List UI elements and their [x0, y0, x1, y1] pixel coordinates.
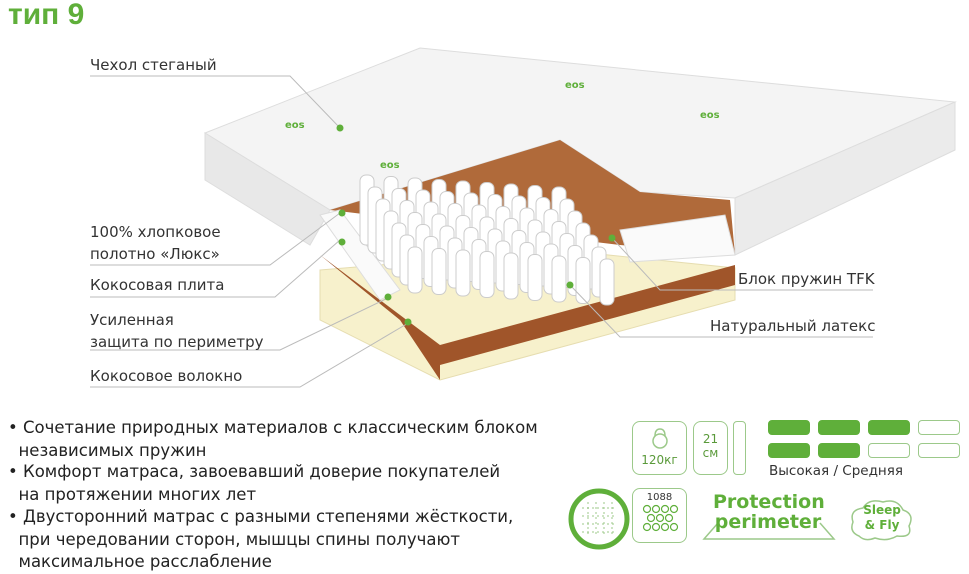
- brand-logo: eos: [285, 120, 305, 131]
- page-title: тип 9: [8, 0, 85, 31]
- mattress-illustration: eos eos eos eos: [90, 47, 957, 388]
- firmness-bar: [768, 443, 810, 458]
- label-coco-fiber: Кокосовое волокно: [90, 367, 243, 385]
- spring: [407, 246, 423, 294]
- cloud-icon: [851, 500, 912, 541]
- quilting-icon: [568, 488, 630, 550]
- firmness-bar: [768, 420, 810, 435]
- spring: [479, 251, 495, 298]
- label-cotton-1: 100% хлопковое: [90, 223, 221, 241]
- springs-icon: [642, 504, 678, 532]
- bullet-3: • Двусторонний матрас с разными степеням…: [8, 507, 514, 571]
- svg-text:eos: eos: [380, 160, 400, 171]
- spring: [551, 255, 567, 303]
- firmness-label: Высокая / Средняя: [769, 463, 903, 479]
- spring: [431, 248, 447, 295]
- firmness-bar: [818, 443, 860, 458]
- label-cover: Чехол стеганый: [90, 56, 217, 74]
- bullet-1: • Сочетание природных материалов с класс…: [8, 418, 538, 460]
- protection-perimeter-frame: [702, 522, 836, 540]
- sleep-fly-badge: Sleep& Fly: [863, 503, 901, 532]
- spring-count-badge: 1088: [632, 488, 687, 543]
- spring: [599, 258, 615, 306]
- firmness-scale: [768, 420, 968, 465]
- firmness-bar: [818, 420, 860, 435]
- spring: [527, 254, 543, 301]
- firmness-bar: [868, 443, 910, 458]
- spring: [503, 252, 519, 300]
- spring: [575, 257, 591, 304]
- firmness-bar: [868, 420, 910, 435]
- label-latex: Натуральный латекс: [710, 317, 876, 335]
- max-load-badge: 120кг: [632, 421, 687, 475]
- svg-text:eos: eos: [565, 80, 585, 91]
- kettlebell-icon: [651, 428, 668, 449]
- ruler-icon: [733, 421, 746, 475]
- label-perimeter-1: Усиленная: [90, 311, 174, 329]
- svg-text:eos: eos: [700, 110, 720, 121]
- label-springs: Блок пружин TFK: [738, 270, 875, 288]
- label-coco-plate: Кокосовая плита: [90, 276, 225, 294]
- firmness-bar: [918, 420, 960, 435]
- bullet-2: • Комфорт матраса, завоевавший доверие п…: [8, 462, 501, 504]
- spring: [455, 249, 471, 297]
- label-perimeter-2: защита по периметру: [90, 333, 264, 351]
- firmness-bar: [918, 443, 960, 458]
- label-cotton-2: полотно «Люкс»: [90, 245, 220, 263]
